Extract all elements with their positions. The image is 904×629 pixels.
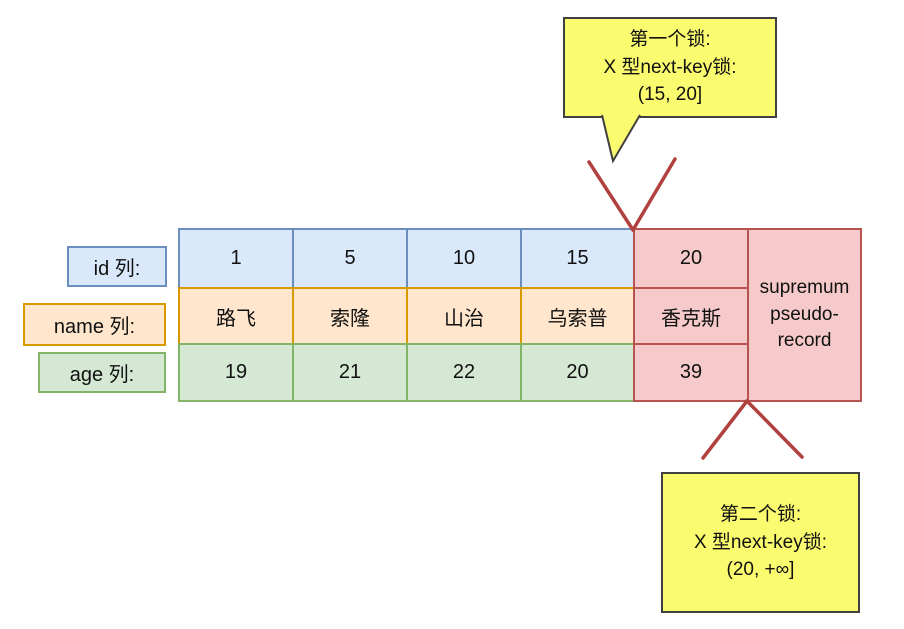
age-cell-3: 20: [520, 343, 635, 402]
first-lock-type: X 型next-key锁:: [603, 56, 737, 78]
second-lock-title: 第二个锁:: [719, 504, 802, 526]
second-lock-pointer-left-line: [701, 399, 749, 460]
second-lock-type: X 型next-key锁:: [693, 531, 828, 553]
callout-first-lock: 第一个锁: X 型next-key锁: (15, 20]: [563, 17, 777, 118]
first-lock-pointer-left-line: [587, 160, 635, 232]
row-label-age: age 列:: [38, 352, 166, 393]
id-cell-0: 1: [178, 228, 294, 289]
age-cell-1: 21: [292, 343, 408, 402]
name-cell-0: 路飞: [178, 287, 294, 345]
id-cell-2: 10: [406, 228, 522, 289]
first-lock-title: 第一个锁:: [629, 29, 711, 51]
supremum-cell: supremum pseudo-record: [747, 228, 862, 402]
row-label-name: name 列:: [23, 303, 166, 346]
first-lock-range: (15, 20]: [637, 84, 703, 106]
name-cell-4-locked: 香克斯: [633, 287, 749, 345]
row-label-id: id 列:: [67, 246, 167, 287]
callout-second-lock: 第二个锁: X 型next-key锁: (20, +∞]: [661, 472, 860, 613]
age-cell-4-locked: 39: [633, 343, 749, 402]
second-lock-pointer-right-line: [745, 399, 804, 459]
id-cell-4-locked: 20: [633, 228, 749, 289]
second-lock-range: (20, +∞]: [726, 559, 795, 581]
age-cell-2: 22: [406, 343, 522, 402]
name-cell-3: 乌索普: [520, 287, 635, 345]
name-cell-1: 索隆: [292, 287, 408, 345]
age-cell-0: 19: [178, 343, 294, 402]
first-lock-pointer-right-line: [631, 157, 677, 232]
first-callout-tail: [601, 114, 641, 164]
name-cell-2: 山治: [406, 287, 522, 345]
id-cell-1: 5: [292, 228, 408, 289]
id-cell-3: 15: [520, 228, 635, 289]
